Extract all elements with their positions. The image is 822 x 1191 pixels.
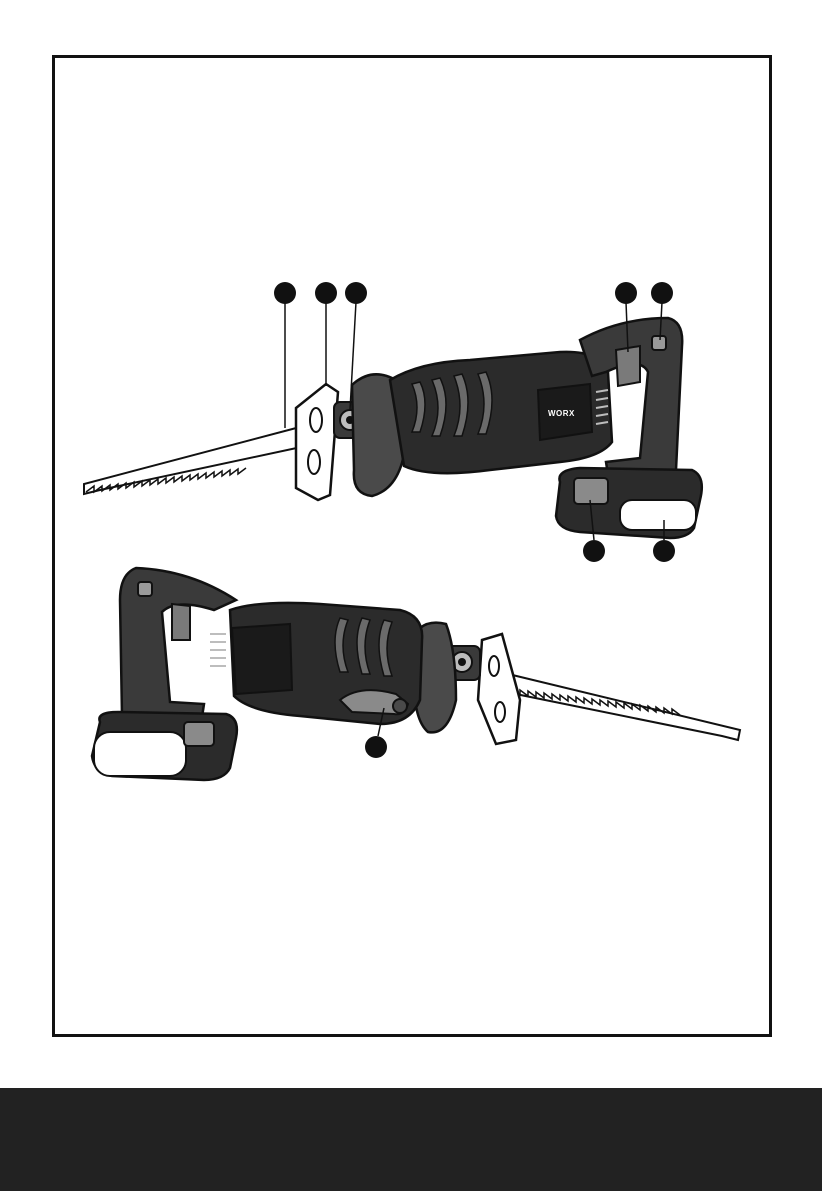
callout-dot-3 — [345, 282, 367, 304]
top-saw-brand-panel: WORX — [538, 384, 592, 440]
bottom-saw-blade — [496, 672, 740, 740]
callout-dot-7 — [653, 540, 675, 562]
top-saw-brand-text: WORX — [548, 409, 575, 418]
top-saw-battery — [556, 468, 702, 538]
bottom-saw-shoe — [478, 634, 520, 744]
bottom-saw-lock-off-button — [138, 582, 152, 596]
bottom-saw-grip-ribs — [335, 618, 392, 676]
callout-dot-8 — [365, 736, 387, 758]
top-saw-battery-release — [574, 478, 608, 504]
callout-dot-2 — [315, 282, 337, 304]
bottom-saw-battery — [92, 712, 237, 780]
bottom-saw-vents — [210, 634, 226, 666]
footer-bar — [0, 1088, 822, 1191]
top-saw-lock-off-button — [652, 336, 666, 350]
callout-dot-5 — [651, 282, 673, 304]
bottom-saw-blade-teeth — [504, 688, 680, 715]
bottom-saw — [92, 568, 740, 780]
callout-dot-1 — [274, 282, 296, 304]
callout-dot-4 — [615, 282, 637, 304]
top-saw-shoe — [296, 384, 338, 500]
top-saw: WORX — [84, 318, 702, 538]
callout-dot-6 — [583, 540, 605, 562]
bottom-saw-trigger — [172, 604, 190, 640]
